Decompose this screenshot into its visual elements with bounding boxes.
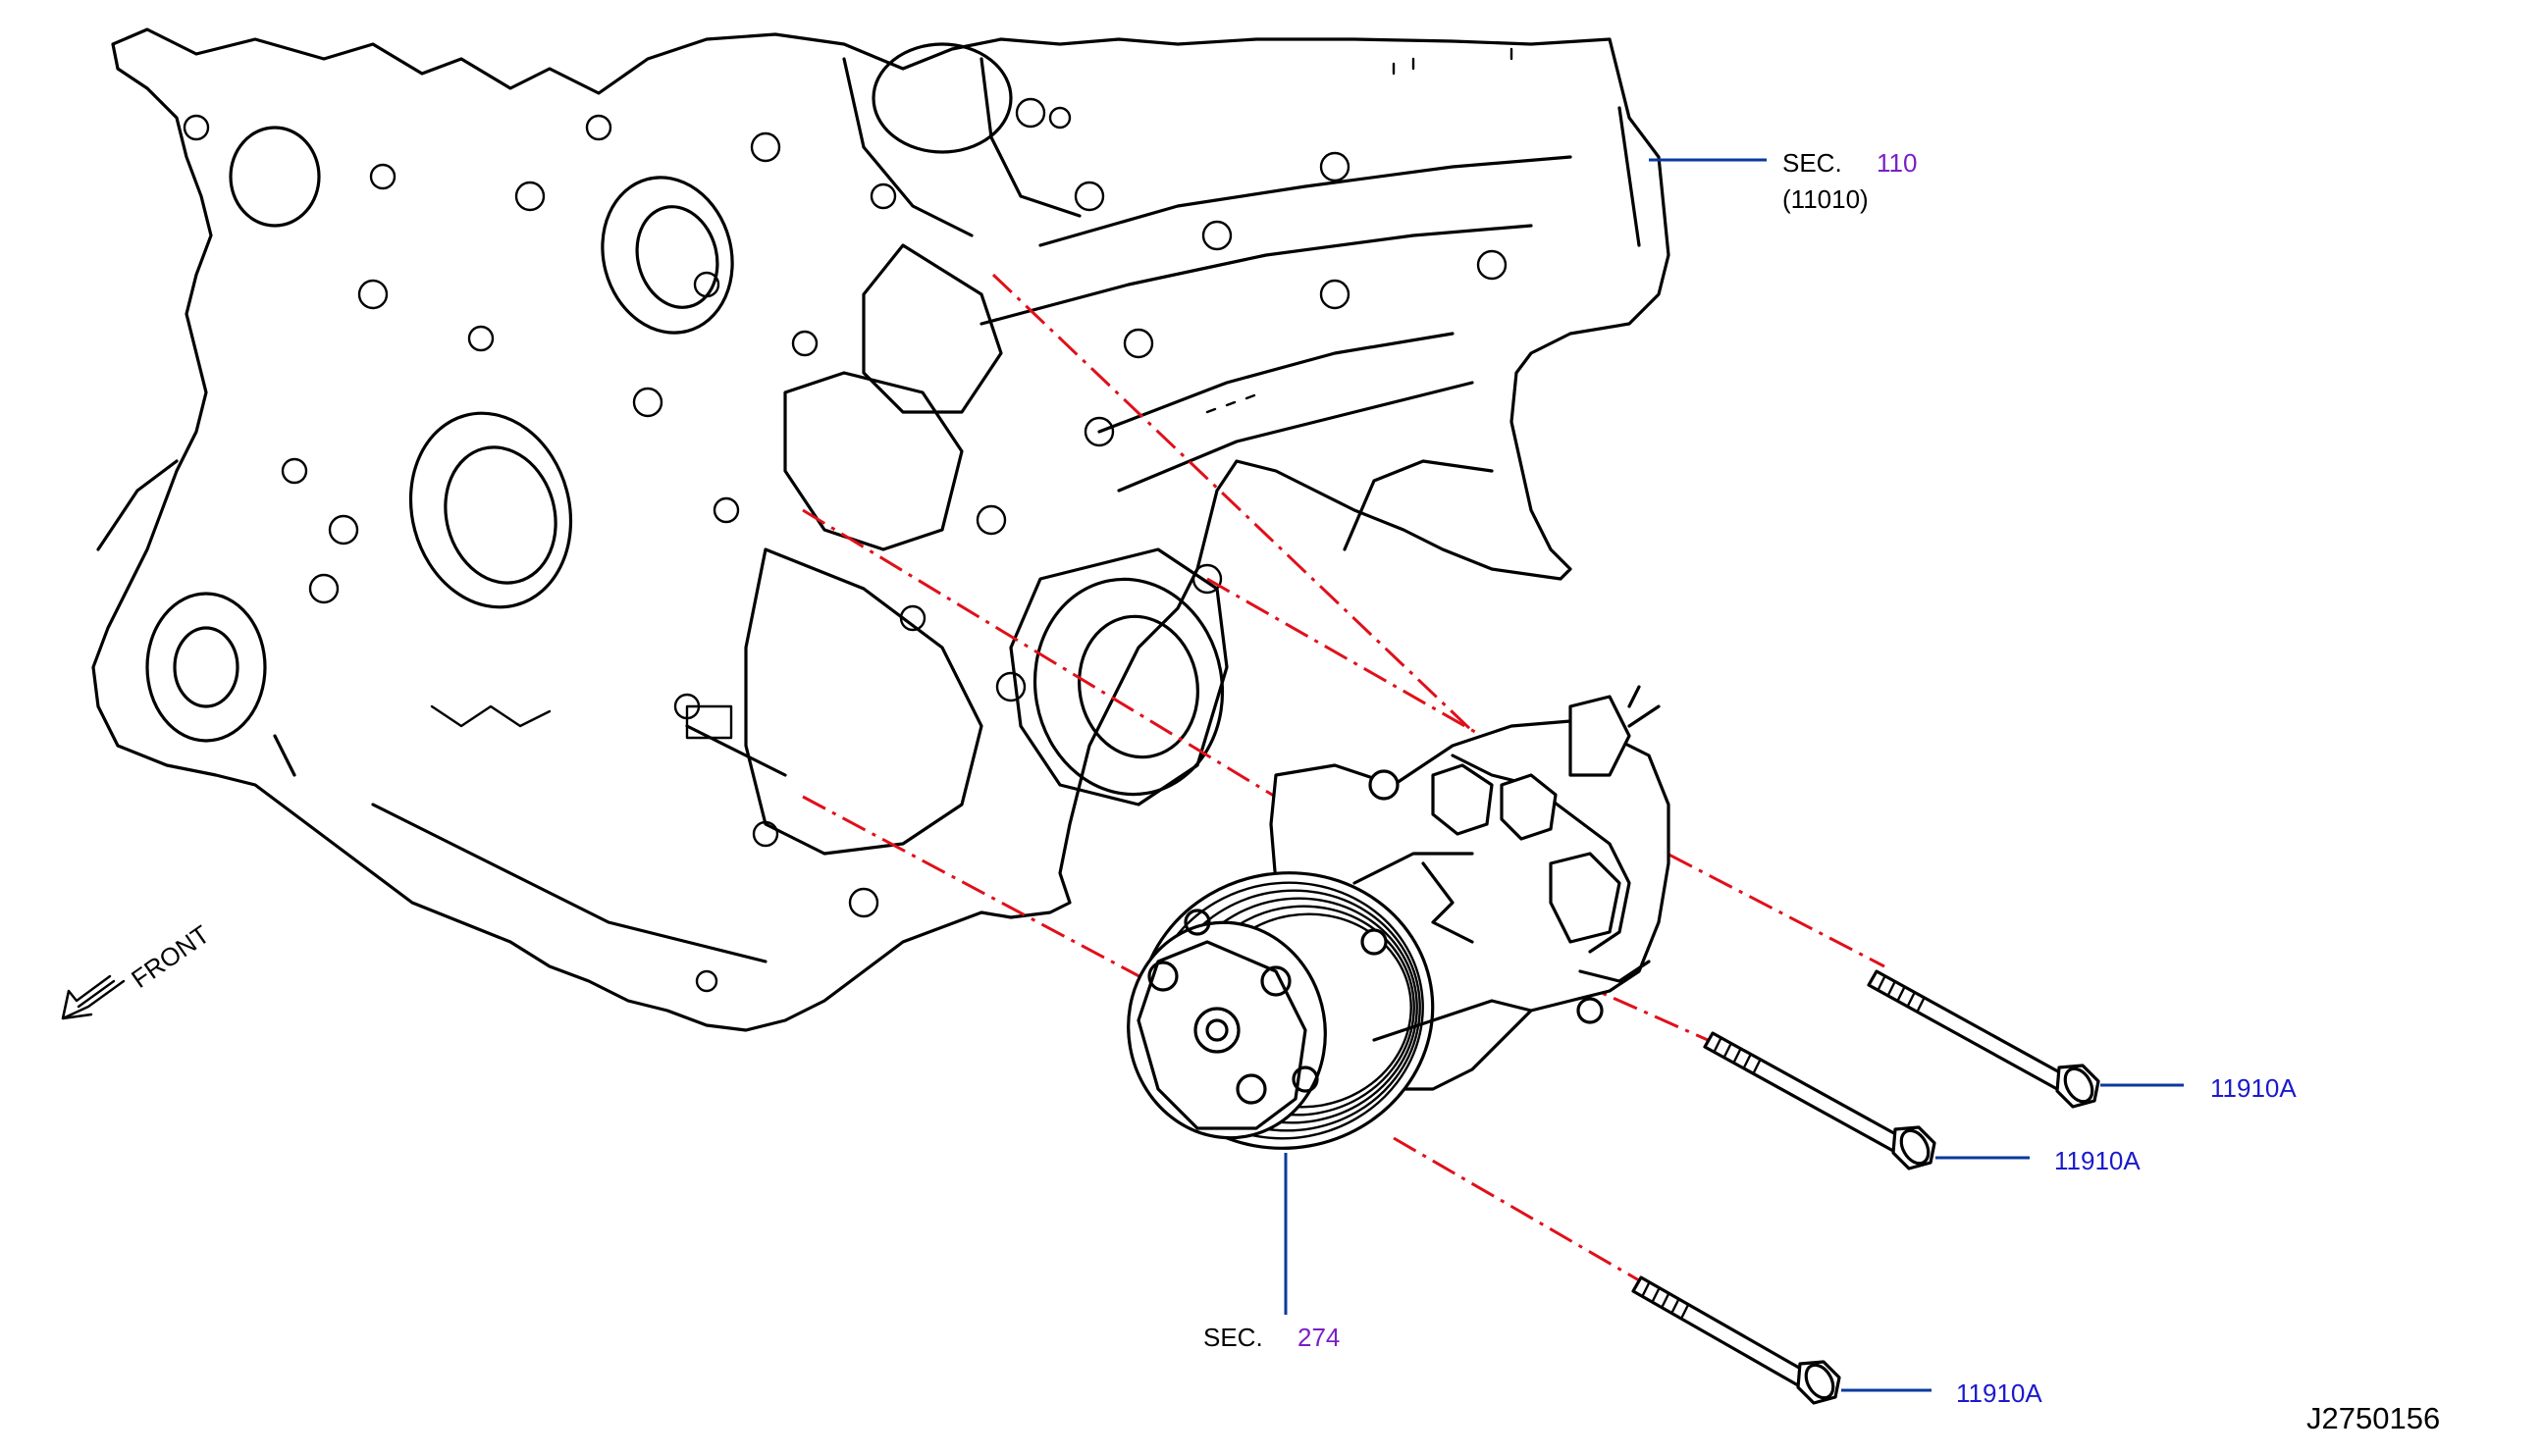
diagram-id: J2750156 (2306, 1401, 2440, 1435)
bolt-callout-3[interactable]: 11910A (1956, 1378, 2042, 1408)
sec-110-number[interactable]: 110 (1877, 148, 1917, 178)
alignment-lines (802, 273, 1885, 1282)
front-label: FRONT (126, 919, 215, 994)
engine-block (91, 27, 1670, 1032)
sec-274-prefix: SEC. (1203, 1323, 1263, 1352)
bolt-upper (1867, 969, 2100, 1109)
label-sec-110[interactable]: SEC. 110 (11010) (1782, 148, 1917, 214)
bolt-middle (1703, 1031, 1936, 1170)
bolt-callout-1[interactable]: 11910A (2210, 1073, 2297, 1103)
sec-110-sub: (11010) (1782, 184, 1869, 214)
ac-compressor (1127, 685, 1670, 1150)
bolt-callout-2[interactable]: 11910A (2054, 1146, 2141, 1175)
label-sec-274[interactable]: SEC. 274 (1203, 1323, 1340, 1352)
front-arrow-icon (61, 974, 126, 1020)
leader-lines (1284, 158, 2184, 1392)
sec-274-number[interactable]: 274 (1297, 1323, 1340, 1352)
front-indicator: FRONT (61, 919, 215, 1020)
bolt-lower (1631, 1275, 1841, 1405)
sec-110-prefix: SEC. (1782, 148, 1842, 178)
